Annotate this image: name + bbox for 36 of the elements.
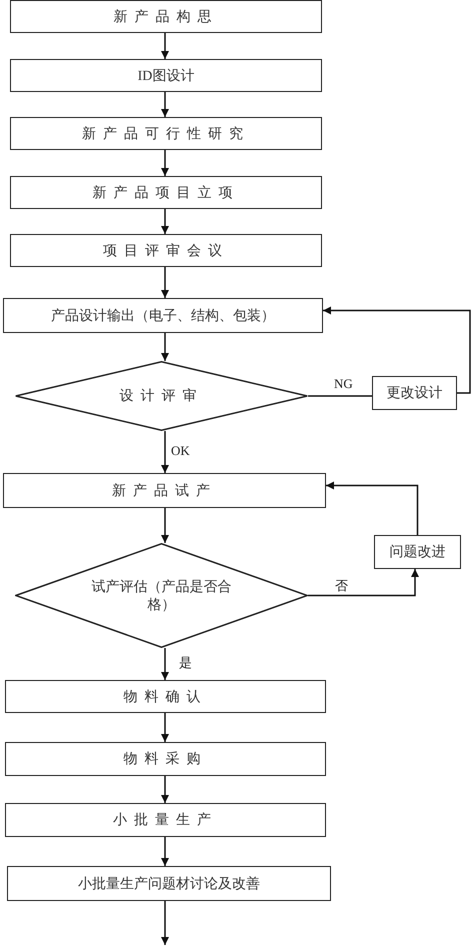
process-box: 新产品试产	[3, 473, 326, 508]
process-box: 产品设计输出（电子、结构、包装）	[3, 298, 323, 333]
arrow	[161, 209, 169, 234]
arrow	[161, 150, 169, 176]
arrow	[161, 267, 169, 298]
process-box: 问题改进	[374, 535, 461, 569]
arrow	[161, 837, 169, 866]
arrow	[161, 776, 169, 803]
connector-line	[308, 395, 372, 397]
process-box: 小批量生产	[5, 803, 326, 837]
arrow	[161, 713, 169, 742]
edge-label: 是	[178, 655, 193, 670]
decision-diamond: 试产评估（产品是否合格）	[15, 543, 308, 648]
process-box: 物料确认	[5, 680, 326, 713]
arrow	[161, 508, 169, 543]
process-box: 物料采购	[5, 742, 326, 776]
arrow	[161, 431, 169, 473]
arrow	[161, 33, 169, 59]
arrow	[323, 306, 471, 394]
process-box: 更改设计	[372, 376, 457, 410]
process-box: 新产品构思	[10, 0, 322, 33]
edge-label: OK	[170, 443, 191, 458]
process-box: 新产品项目立项	[10, 176, 322, 209]
edge-label: 否	[334, 578, 349, 593]
process-box: 小批量生产问题材讨论及改善	[7, 866, 331, 901]
edge-label: NG	[333, 376, 354, 391]
arrow	[161, 648, 169, 680]
arrow	[161, 901, 169, 945]
process-box: 项目评审会议	[10, 234, 322, 267]
arrow	[308, 569, 419, 596]
arrow	[326, 482, 418, 535]
arrow	[161, 333, 169, 361]
arrow	[161, 92, 169, 117]
process-box: ID图设计	[10, 59, 322, 92]
process-box: 新产品可行性研究	[10, 117, 322, 150]
decision-diamond: 设计评审	[15, 361, 308, 431]
